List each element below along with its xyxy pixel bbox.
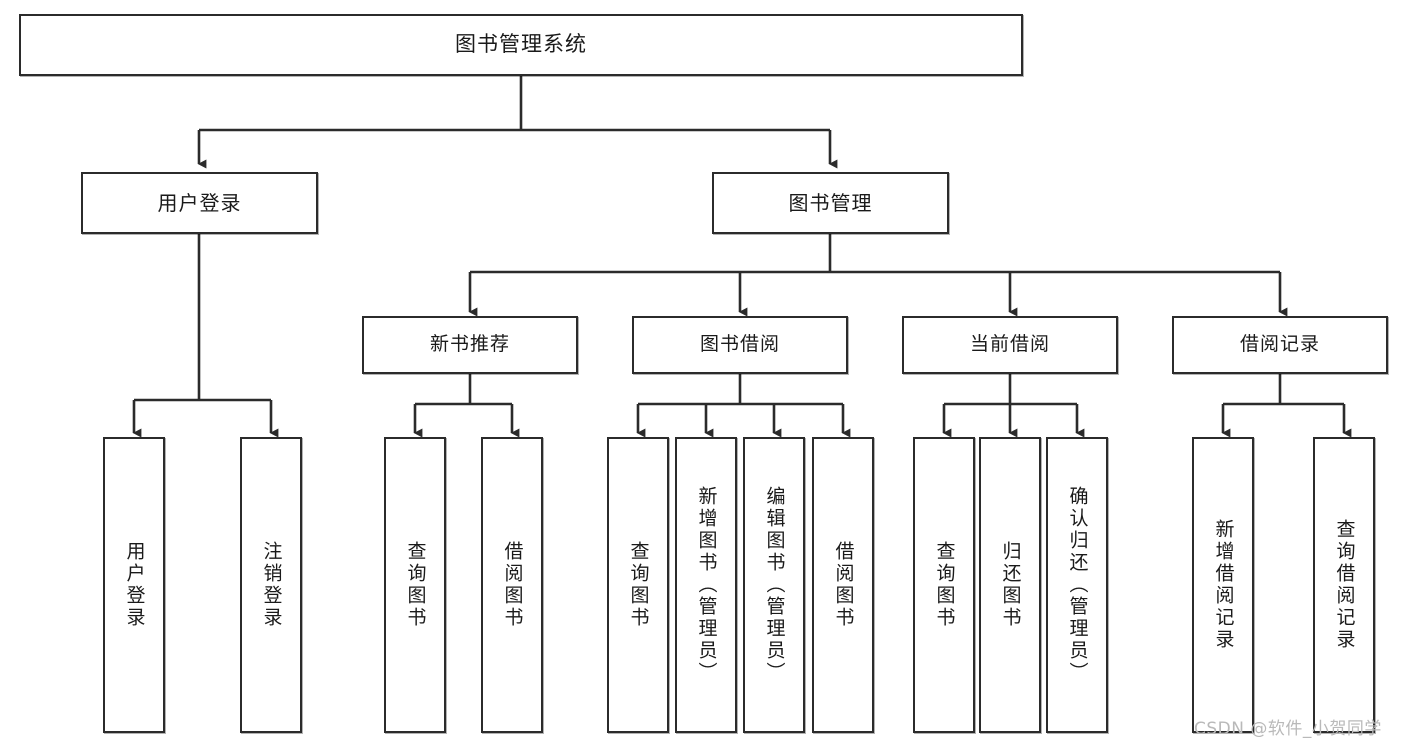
node-root-book-management-system[interactable]: 图书管理系统	[19, 14, 1023, 76]
node-leaf-query-book-3[interactable]: 查询图书	[913, 437, 975, 733]
node-label: 查询图书	[933, 541, 956, 629]
node-leaf-query-book-1[interactable]: 查询图书	[384, 437, 446, 733]
node-label: 编辑图书（管理员）	[763, 486, 786, 684]
node-label: 新增图书（管理员）	[695, 486, 718, 684]
node-label: 查询借阅记录	[1333, 519, 1356, 651]
node-label: 图书管理系统	[455, 32, 587, 57]
node-label: 借阅记录	[1239, 333, 1320, 356]
node-label: 新增借阅记录	[1212, 519, 1235, 651]
node-label: 新书推荐	[429, 333, 510, 356]
node-label: 查询图书	[404, 541, 427, 629]
watermark-csdn: CSDN @软件_小贺同学	[1194, 719, 1382, 739]
node-label: 归还图书	[999, 541, 1022, 629]
node-leaf-confirm-return[interactable]: 确认归还（管理员）	[1046, 437, 1108, 733]
node-book-borrow[interactable]: 图书借阅	[632, 316, 848, 374]
node-current-borrow[interactable]: 当前借阅	[902, 316, 1118, 374]
node-leaf-query-record[interactable]: 查询借阅记录	[1313, 437, 1375, 733]
node-label: 借阅图书	[832, 541, 855, 629]
node-leaf-add-record[interactable]: 新增借阅记录	[1192, 437, 1254, 733]
node-leaf-borrow-book-2[interactable]: 借阅图书	[812, 437, 874, 733]
node-label: 注销登录	[260, 541, 283, 629]
node-leaf-edit-book[interactable]: 编辑图书（管理员）	[743, 437, 805, 733]
node-user-login[interactable]: 用户登录	[81, 172, 318, 234]
node-leaf-return-book[interactable]: 归还图书	[979, 437, 1041, 733]
node-label: 图书借阅	[699, 333, 780, 356]
node-leaf-borrow-book-1[interactable]: 借阅图书	[481, 437, 543, 733]
node-leaf-add-book[interactable]: 新增图书（管理员）	[675, 437, 737, 733]
node-leaf-query-book-2[interactable]: 查询图书	[607, 437, 669, 733]
node-leaf-logout-login[interactable]: 注销登录	[240, 437, 302, 733]
node-borrow-record[interactable]: 借阅记录	[1172, 316, 1388, 374]
node-book-management[interactable]: 图书管理	[712, 172, 949, 234]
node-label: 用户登录	[157, 190, 242, 215]
node-label: 当前借阅	[969, 333, 1050, 356]
node-label: 查询图书	[627, 541, 650, 629]
node-new-book-recommend[interactable]: 新书推荐	[362, 316, 578, 374]
node-label: 借阅图书	[501, 541, 524, 629]
node-label: 确认归还（管理员）	[1066, 486, 1089, 684]
node-leaf-user-login[interactable]: 用户登录	[103, 437, 165, 733]
node-label: 用户登录	[123, 541, 146, 629]
node-label: 图书管理	[788, 190, 873, 215]
